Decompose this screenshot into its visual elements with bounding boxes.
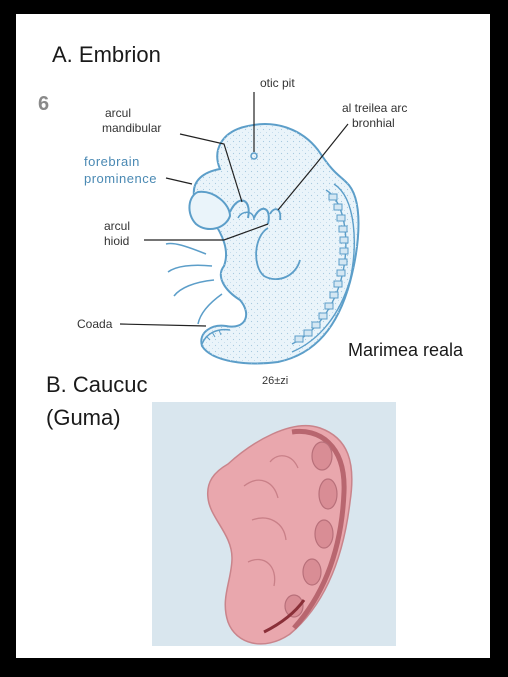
model-photo [152, 402, 396, 646]
slide-panel: A. Embrion 6 otic pit arcul mandibular a… [16, 14, 490, 658]
age-label: 26±zi [262, 376, 288, 387]
section-b-subtitle: (Guma) [46, 407, 121, 429]
rubber-model [152, 402, 396, 646]
section-b-title: B. Caucuc [46, 374, 148, 396]
